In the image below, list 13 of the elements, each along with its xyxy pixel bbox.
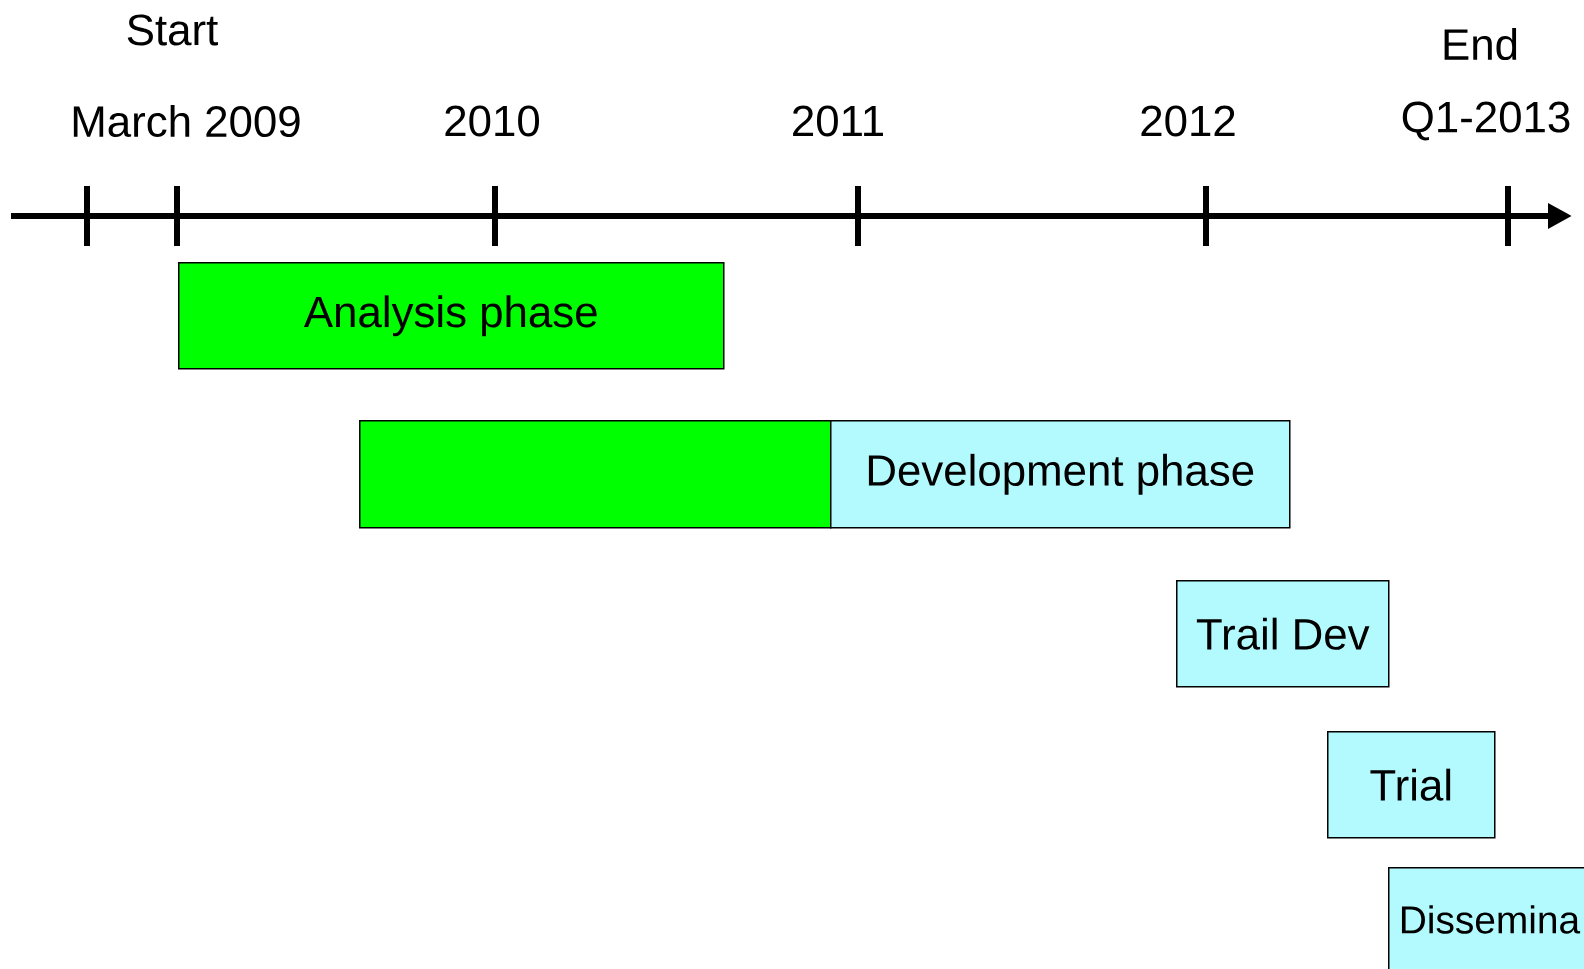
time-label: Start [127,14,218,46]
time-label: Q1-2013 [1402,101,1570,141]
time-label: End [1444,27,1517,61]
phase-bar: Trial [1327,731,1496,839]
time-label: March 2009 [73,104,300,138]
phase-bar: Analysis phase [178,262,725,370]
phase-bar: Trail Dev [1176,580,1390,688]
time-label: 2012 [1141,105,1235,137]
time-label: 2010 [445,105,539,137]
phase-bar [359,420,832,529]
time-label: 2011 [793,105,883,137]
phase-bar: Development phase [830,420,1291,529]
phase-bar: Dissemina [1388,867,1584,969]
